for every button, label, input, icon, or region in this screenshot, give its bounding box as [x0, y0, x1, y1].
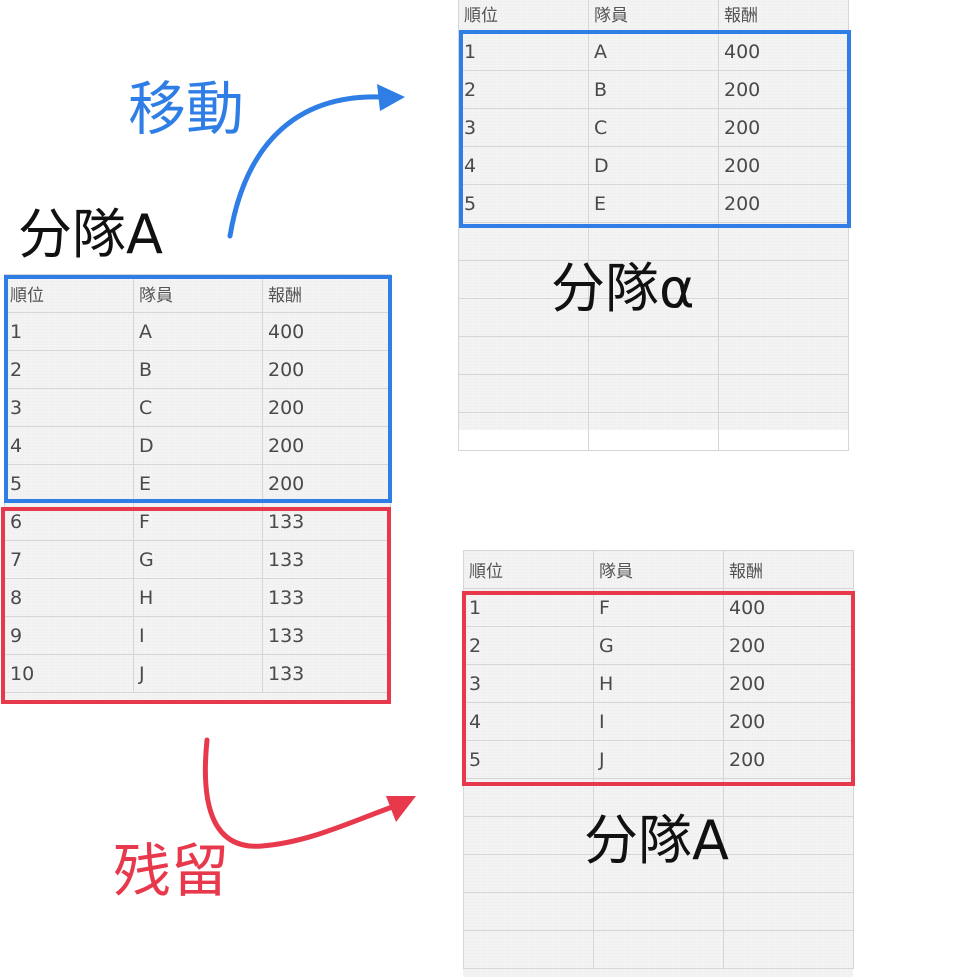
empty-row — [458, 336, 849, 375]
table-cell: 4 — [458, 146, 589, 185]
stay-arrowhead — [386, 796, 416, 822]
table-cell: 1 — [458, 32, 589, 71]
empty-row — [458, 412, 849, 451]
table-cell: 2 — [4, 350, 134, 389]
empty-row — [463, 854, 854, 893]
source-move-highlight — [4, 275, 392, 503]
empty-row — [463, 892, 854, 931]
column-header: 順位 — [458, 0, 589, 33]
empty-cell — [718, 336, 849, 375]
move-arrow — [227, 94, 385, 239]
header-row: 順位隊員報酬 — [4, 274, 391, 313]
empty-cell — [718, 412, 849, 451]
empty-row — [458, 374, 849, 413]
move-title: 分隊α — [551, 257, 695, 320]
column-header: 報酬 — [723, 550, 854, 589]
stay-highlight — [462, 591, 855, 786]
empty-cell — [723, 892, 854, 931]
table-cell: D — [588, 146, 719, 185]
empty-row — [458, 298, 849, 337]
table-cell: H — [133, 578, 263, 617]
table-cell: 4 — [463, 702, 594, 741]
empty-row — [463, 816, 854, 855]
source-title: 分隊A — [18, 203, 163, 266]
table-cell: 9 — [4, 616, 134, 655]
table-cell: 3 — [4, 388, 134, 427]
table-cell: 5 — [458, 184, 589, 223]
table-cell: 5 — [463, 740, 594, 779]
empty-cell — [588, 412, 719, 451]
header-row: 順位隊員報酬 — [458, 0, 849, 33]
stay-title: 分隊A — [584, 809, 729, 872]
move-label: 移動 — [128, 75, 245, 143]
table-cell: D — [133, 426, 263, 465]
source-stay-highlight — [1, 507, 391, 704]
empty-cell — [458, 298, 589, 337]
table-cell: 200 — [718, 70, 849, 109]
table-cell: 10 — [4, 654, 134, 693]
empty-cell — [463, 892, 594, 931]
move-highlight — [459, 30, 851, 228]
empty-cell — [588, 260, 719, 299]
table-cell: C — [588, 108, 719, 147]
table-cell: 200 — [723, 702, 854, 741]
table-cell: 400 — [262, 312, 391, 351]
move-arrowhead — [377, 84, 405, 111]
table-cell: G — [593, 626, 724, 665]
table-cell: I — [593, 702, 724, 741]
table-cell: 200 — [723, 626, 854, 665]
table-cell: 200 — [262, 388, 391, 427]
table-cell: A — [588, 32, 719, 71]
table-cell: 200 — [723, 740, 854, 779]
empty-cell — [723, 930, 854, 969]
table-cell: G — [133, 540, 263, 579]
stay-label: 残留 — [113, 837, 230, 905]
table-cell: C — [133, 388, 263, 427]
empty-cell — [723, 854, 854, 893]
table-cell: 5 — [4, 464, 134, 503]
empty-cell — [463, 930, 594, 969]
table-cell: 3 — [458, 108, 589, 147]
empty-cell — [718, 260, 849, 299]
empty-row — [463, 930, 854, 969]
empty-cell — [718, 374, 849, 413]
empty-cell — [718, 222, 849, 261]
table-cell: J — [593, 740, 724, 779]
table-cell: B — [133, 350, 263, 389]
table-cell: I — [133, 616, 263, 655]
empty-row — [458, 222, 849, 261]
column-header: 順位 — [463, 550, 594, 589]
table-cell: 4 — [4, 426, 134, 465]
table-cell: 200 — [262, 426, 391, 465]
empty-cell — [458, 412, 589, 451]
empty-cell — [458, 374, 589, 413]
empty-cell — [593, 930, 724, 969]
empty-cell — [588, 222, 719, 261]
table-cell: 200 — [262, 350, 391, 389]
table-cell: 133 — [262, 654, 391, 693]
stay-arrow — [202, 737, 398, 849]
empty-row — [458, 260, 849, 299]
